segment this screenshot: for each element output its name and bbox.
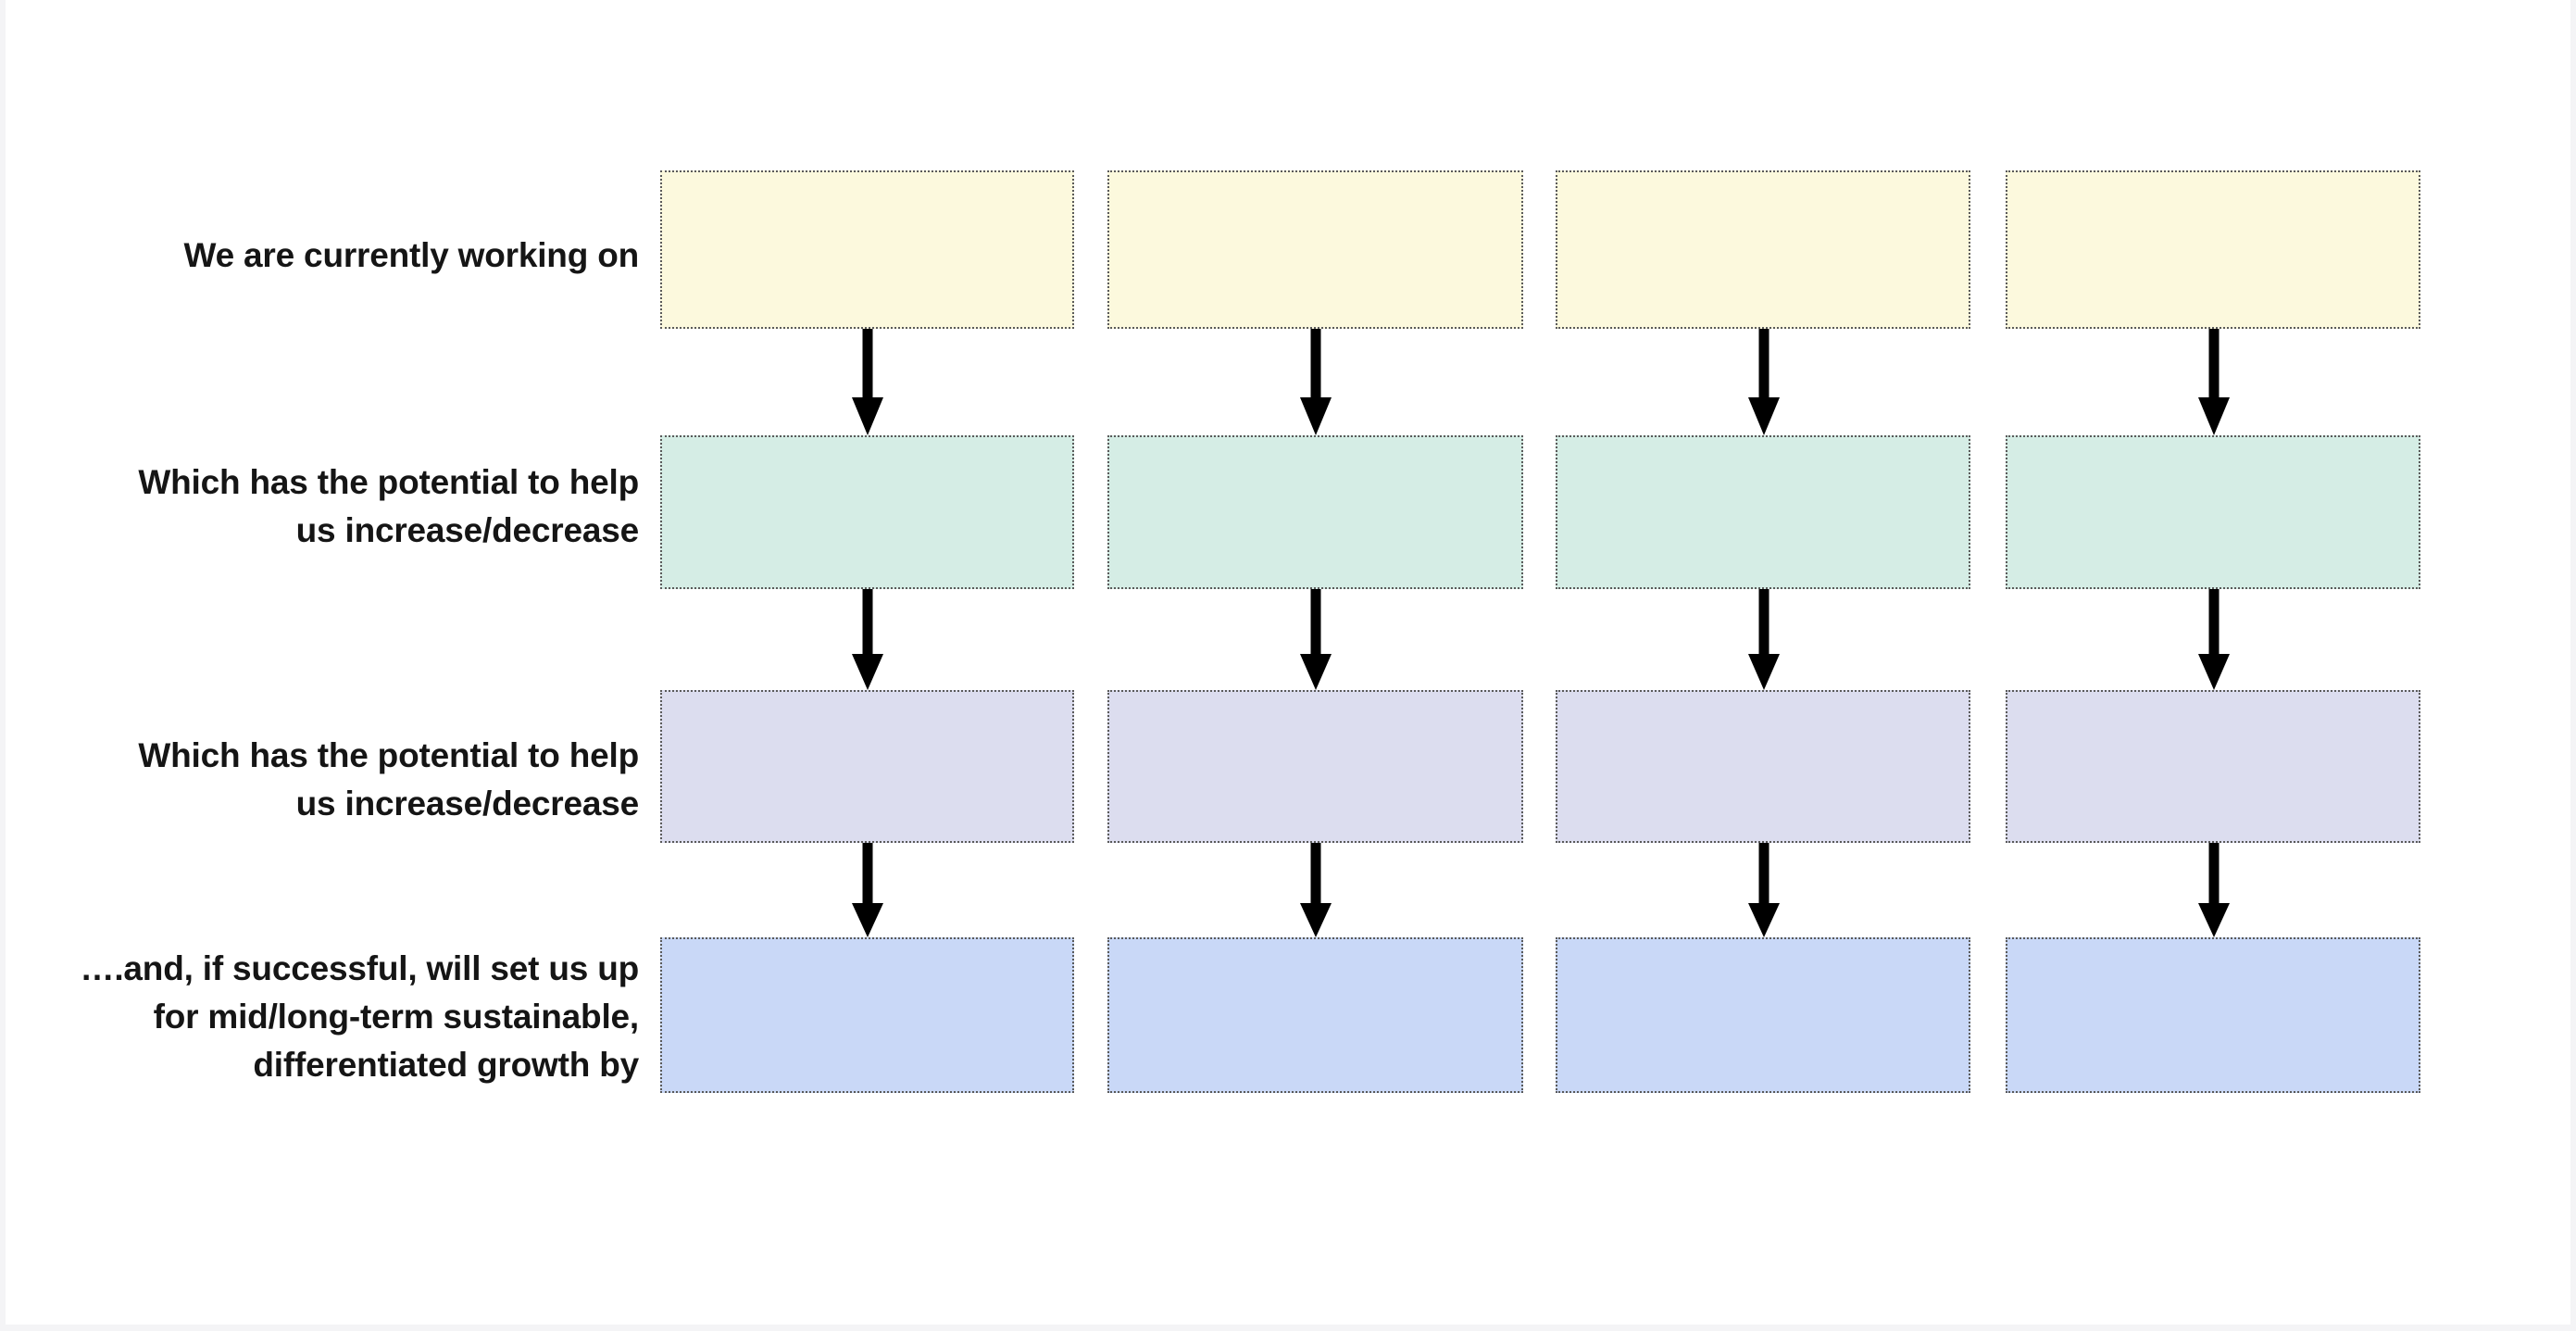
node-box-r3c2[interactable] <box>1107 690 1523 843</box>
slide-bottom-edge-rule <box>0 1325 2576 1331</box>
node-box-r2c3[interactable] <box>1556 435 1970 589</box>
node-box-r2c2[interactable] <box>1107 435 1523 589</box>
node-box-r1c2[interactable] <box>1107 170 1523 329</box>
node-box-r2c1[interactable] <box>660 435 1074 589</box>
row-label-potential-2: Which has the potential to help us incre… <box>138 736 639 822</box>
node-box-r4c1[interactable] <box>660 937 1074 1093</box>
arrow-r1c4-to-r2c4 <box>2196 329 2232 435</box>
slide-left-edge-rule <box>0 0 6 1331</box>
node-box-r3c1[interactable] <box>660 690 1074 843</box>
arrow-r2c4-to-r3c4 <box>2196 589 2232 690</box>
arrow-r2c3-to-r3c3 <box>1746 589 1782 690</box>
arrow-r1c1-to-r2c1 <box>850 329 885 435</box>
arrow-r3c4-to-r4c4 <box>2196 843 2232 937</box>
node-box-r1c3[interactable] <box>1556 170 1970 329</box>
node-box-r2c4[interactable] <box>2006 435 2420 589</box>
node-box-r4c2[interactable] <box>1107 937 1523 1093</box>
node-box-r3c3[interactable] <box>1556 690 1970 843</box>
arrow-r1c2-to-r2c2 <box>1298 329 1333 435</box>
node-box-r4c4[interactable] <box>2006 937 2420 1093</box>
arrow-r1c3-to-r2c3 <box>1746 329 1782 435</box>
arrow-r3c2-to-r4c2 <box>1298 843 1333 937</box>
slide-right-edge-rule <box>2570 0 2576 1331</box>
node-box-r1c4[interactable] <box>2006 170 2420 329</box>
row-label-working-on: We are currently working on <box>183 236 640 274</box>
arrow-r2c2-to-r3c2 <box>1298 589 1333 690</box>
node-box-r4c3[interactable] <box>1556 937 1970 1093</box>
arrow-r2c1-to-r3c1 <box>850 589 885 690</box>
node-box-r3c4[interactable] <box>2006 690 2420 843</box>
arrow-r3c1-to-r4c1 <box>850 843 885 937</box>
row-label-potential-1: Which has the potential to help us incre… <box>138 463 639 549</box>
node-box-r1c1[interactable] <box>660 170 1074 329</box>
arrow-r3c3-to-r4c3 <box>1746 843 1782 937</box>
row-label-growth: ….and, if successful, will set us up for… <box>80 949 640 1084</box>
